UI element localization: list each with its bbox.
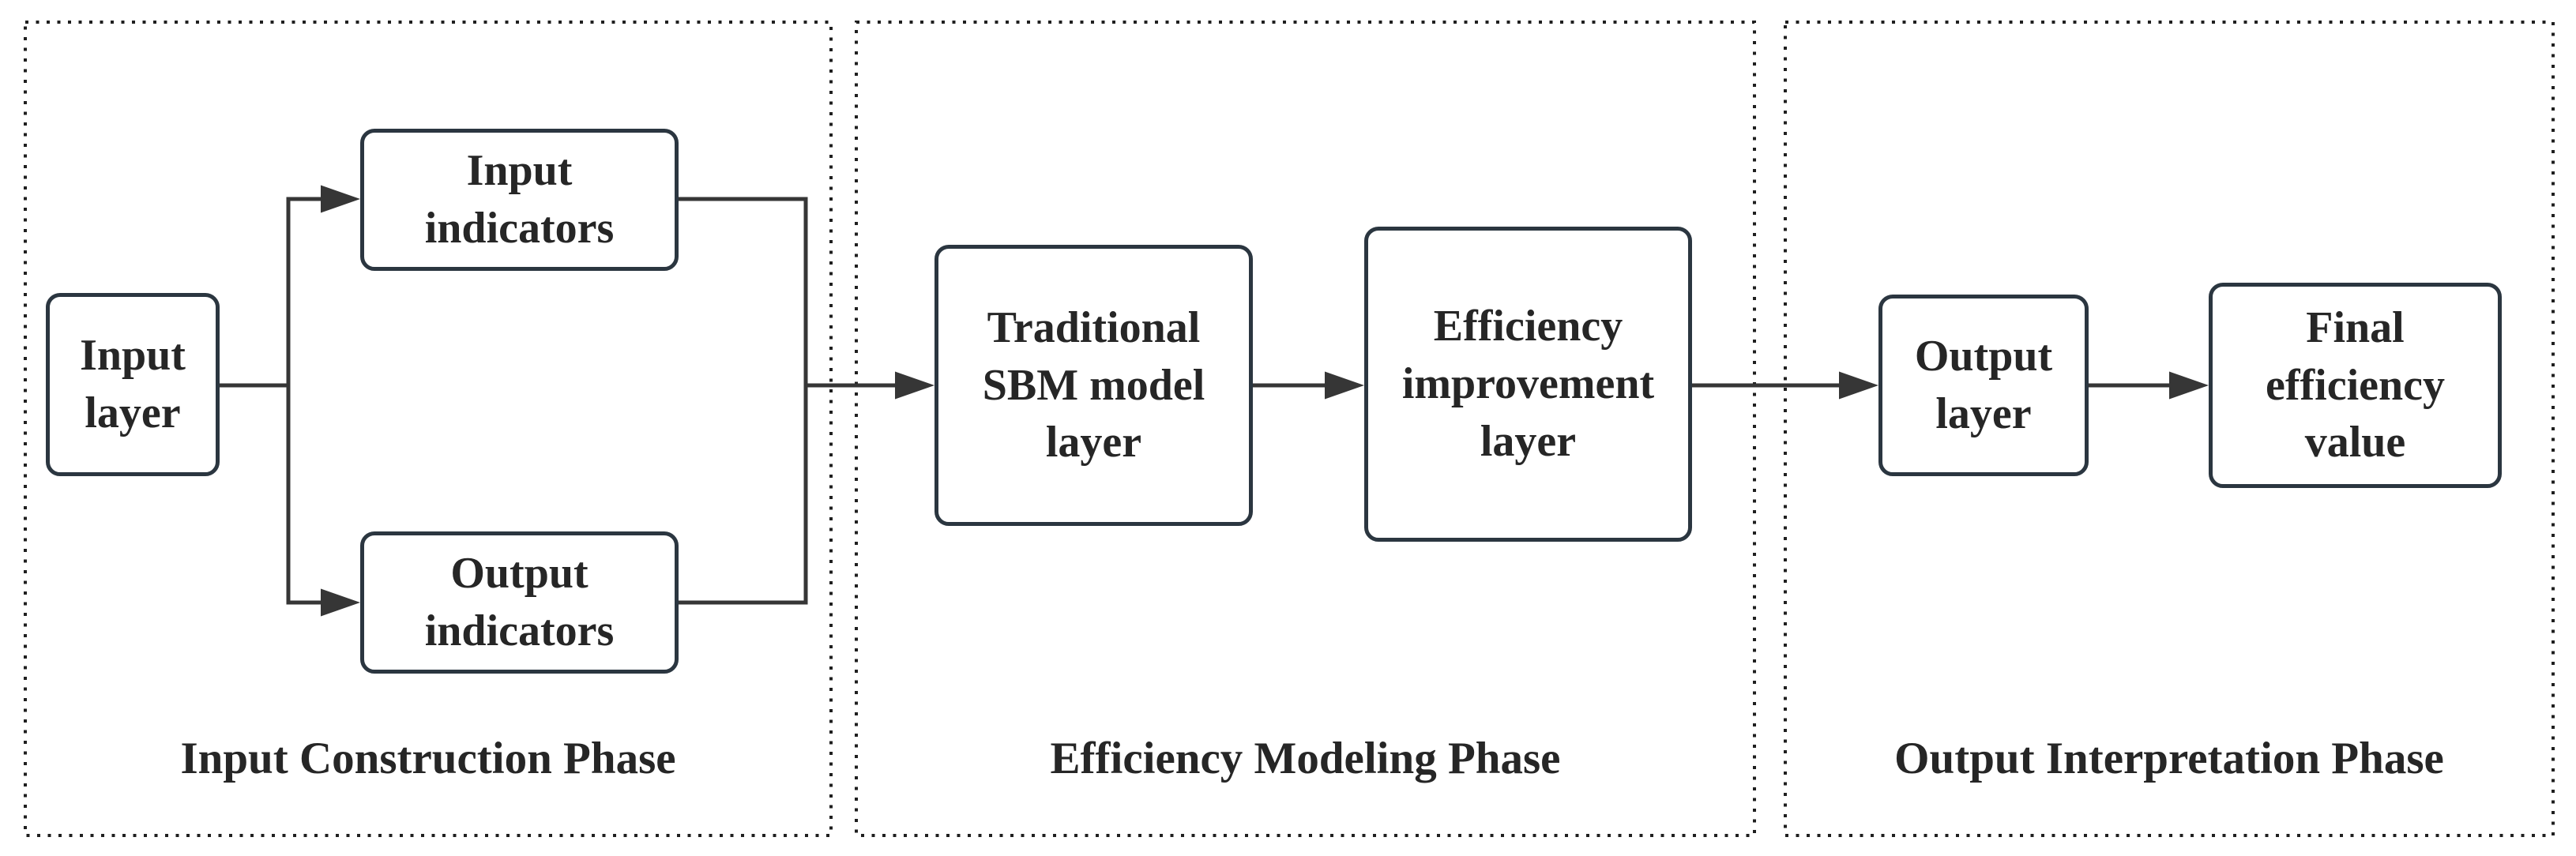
node-output-indicators: Output indicators [360,531,679,674]
node-final-efficiency-value: Final efficiency value [2209,283,2502,488]
node-efficiency-improvement-layer: Efficiency improvement layer [1364,227,1692,542]
node-efficiency-improvement-layer-label: Efficiency improvement layer [1401,302,1655,466]
node-traditional-sbm-model-layer-label: Traditional SBM model layer [982,302,1205,467]
node-input-indicators: Input indicators [360,129,679,271]
phase-title-input-construction: Input Construction Phase [180,733,676,783]
connector-input-indicators-to-collector [679,197,808,385]
node-output-indicators-label: Output indicators [424,549,615,655]
phase-title-efficiency-modeling: Efficiency Modeling Phase [1050,733,1561,783]
connector-output-indicators-to-collector [679,385,808,605]
phase-border-efficiency-modeling [855,21,1756,837]
node-input-layer: Input layer [46,293,220,476]
node-final-efficiency-value-label: Final efficiency value [2266,302,2445,467]
phase-border-output-interpretation [1784,21,2555,837]
connector-branch-to-input-indicators [286,185,360,385]
node-traditional-sbm-model-layer: Traditional SBM model layer [935,245,1253,526]
node-output-layer-label: Output layer [1914,332,2053,438]
node-input-layer-label: Input layer [80,331,186,437]
node-input-indicators-label: Input indicators [424,146,615,253]
connector-branch-to-output-indicators [286,385,360,617]
phase-title-output-interpretation: Output Interpretation Phase [1894,733,2444,783]
node-output-layer: Output layer [1878,295,2089,476]
